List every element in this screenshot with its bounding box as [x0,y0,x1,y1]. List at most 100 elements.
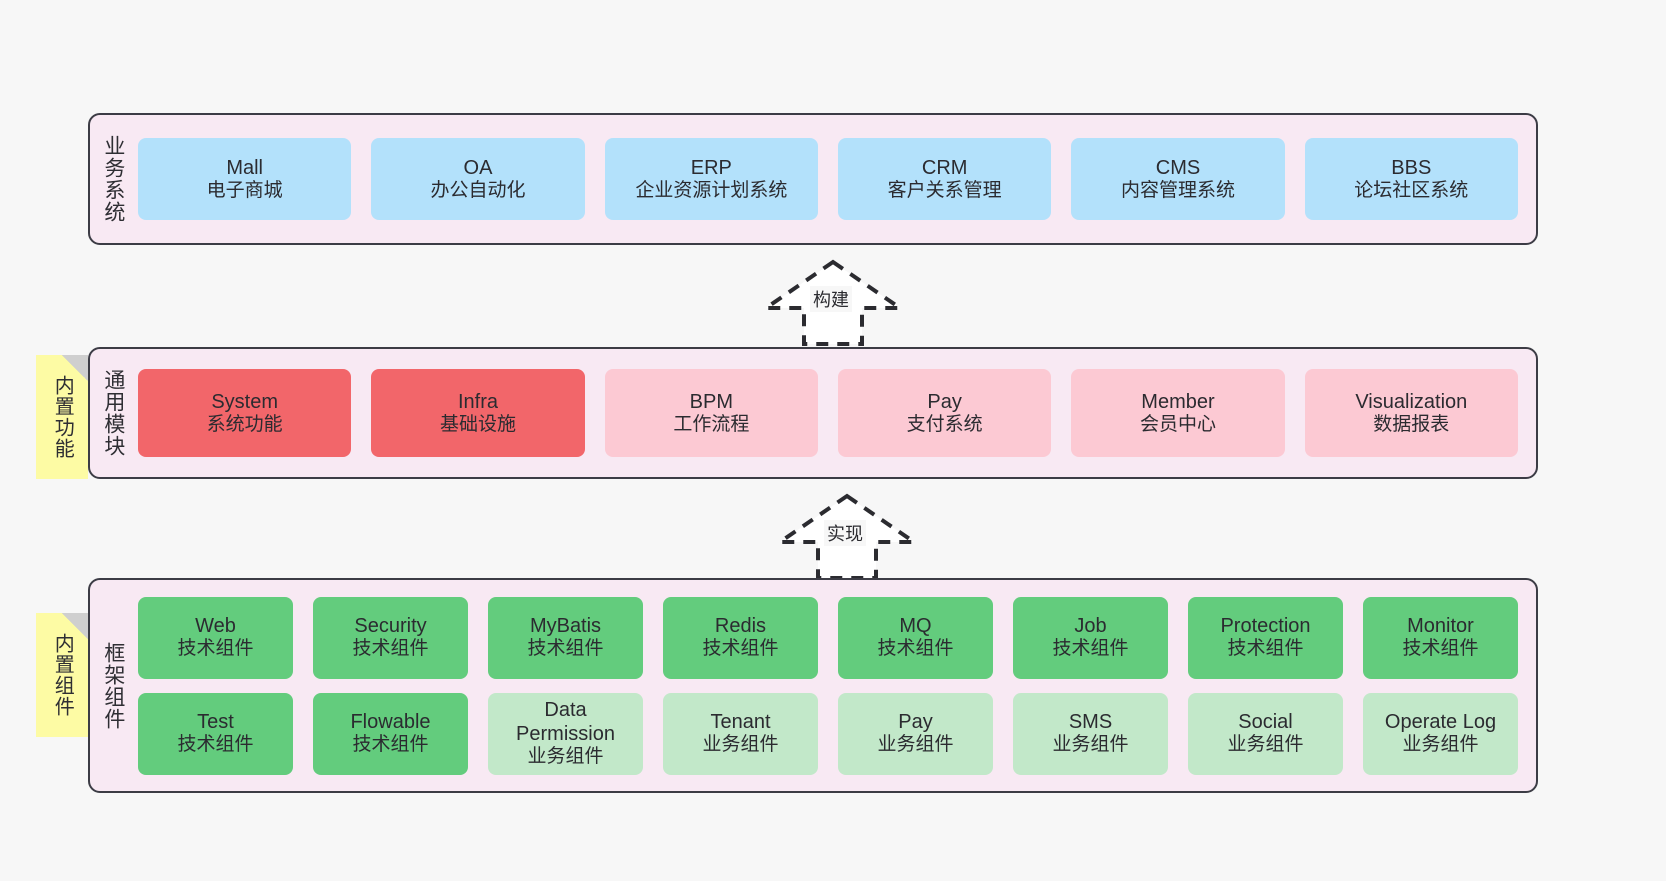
sticky-fold-icon [62,613,88,639]
sticky-note-builtin-features-label: 内置功能 [51,375,74,459]
node-title: Member [1141,390,1215,413]
node-subtitle: 技术组件 [1402,638,1479,660]
node-subtitle: 技术组件 [352,638,429,660]
node-subtitle: 技术组件 [1052,638,1129,660]
node-subtitle: 工作流程 [673,413,750,435]
node-subtitle: 论坛社区系统 [1354,179,1469,201]
node-subtitle: 会员中心 [1139,413,1216,435]
node-subtitle: 企业资源计划系统 [635,179,788,201]
node-subtitle: 业务组件 [702,734,779,756]
node-subtitle: 技术组件 [702,638,779,660]
node-subtitle: 技术组件 [177,638,254,660]
node-title: Pay [927,390,962,413]
connector-implement: 实现 [772,492,922,580]
node-title: Monitor [1407,615,1474,638]
node-subtitle: 业务组件 [1052,734,1129,756]
node-title: Flowable [350,711,431,734]
node-title: Visualization [1355,390,1468,413]
node-title: Tenant [710,711,771,734]
sticky-note-builtin-features: 内置功能 [36,355,88,479]
node-title: Redis [714,615,767,638]
sticky-note-builtin-components-label: 内置组件 [51,633,74,717]
node-subtitle: 技术组件 [877,638,954,660]
node-title: SMS [1068,711,1113,734]
node-title: ERP [690,156,732,179]
node-subtitle: 技术组件 [527,638,604,660]
node-subtitle: 系统功能 [206,413,283,435]
node-title: CRM [921,156,968,179]
node-subtitle: 内容管理系统 [1120,179,1235,201]
node-subtitle: 电子商城 [206,179,283,201]
node-title: Security [354,615,427,638]
node-subtitle: 技术组件 [352,734,429,756]
node-title: Web [195,615,236,638]
node-subtitle: 基础设施 [439,413,516,435]
node-title: Operate Log [1384,711,1497,734]
node-title: Protection [1220,615,1311,638]
node-subtitle: 数据报表 [1373,413,1450,435]
connector-implement-label: 实现 [824,520,866,546]
node-title: Job [1074,615,1107,638]
node-title: Pay [898,711,933,734]
node-subtitle: 业务组件 [1227,734,1304,756]
node-title: Mall [226,156,263,179]
node-subtitle: 技术组件 [177,734,254,756]
business-system-layer-label: 业务系统 [101,135,125,223]
node-title: Data Permission [516,699,615,746]
node-title: OA [463,156,493,179]
node-title: System [211,390,278,413]
node-subtitle: 业务组件 [1402,734,1479,756]
node-subtitle: 业务组件 [527,746,604,768]
node-title: BBS [1391,156,1432,179]
common-modules-layer-label: 通用模块 [101,369,125,457]
connector-build-label: 构建 [810,286,852,312]
node-subtitle: 业务组件 [877,734,954,756]
node-subtitle: 技术组件 [1227,638,1304,660]
node-title: Social [1238,711,1293,734]
node-title: CMS [1155,156,1201,179]
node-subtitle: 客户关系管理 [887,179,1002,201]
sticky-fold-icon [62,355,88,381]
node-title: BPM [689,390,733,413]
node-subtitle: 支付系统 [906,413,983,435]
sticky-note-builtin-components: 内置组件 [36,613,88,737]
node-title: MyBatis [529,615,602,638]
